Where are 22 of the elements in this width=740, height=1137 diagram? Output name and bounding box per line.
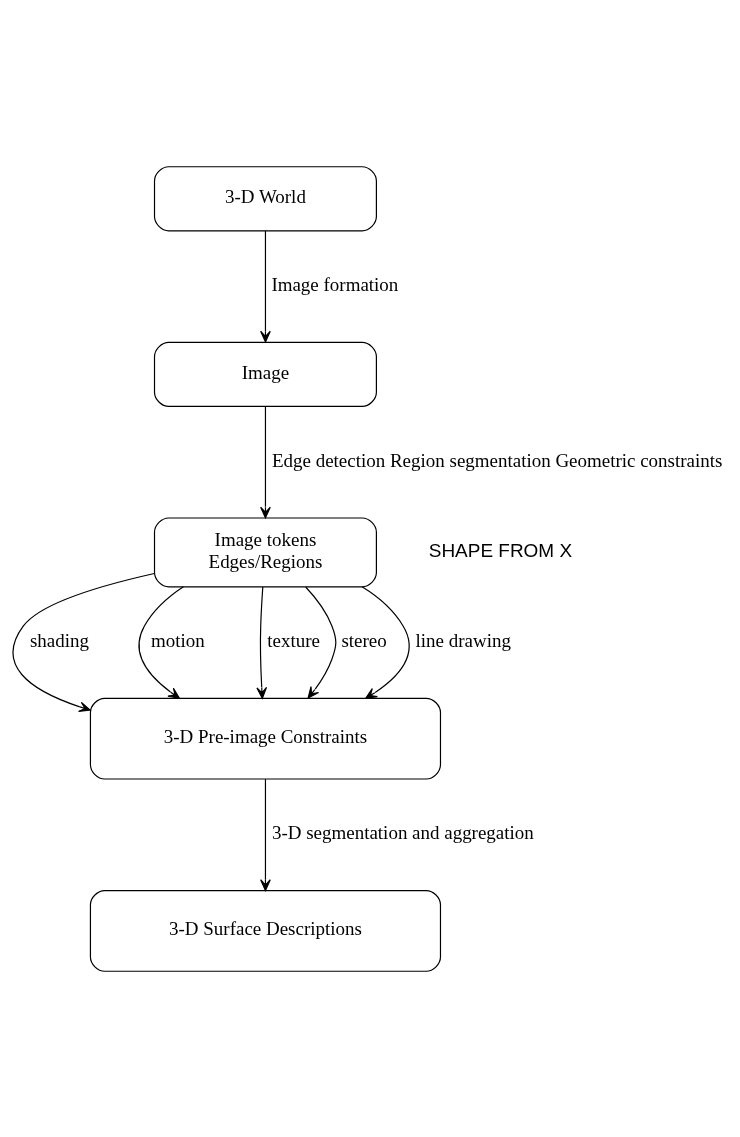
node-box: 3-D Pre-image Constraints bbox=[89, 697, 442, 780]
arrow bbox=[260, 778, 271, 891]
arrow bbox=[138, 585, 184, 699]
edge-label: stereo bbox=[341, 629, 387, 651]
arrow bbox=[260, 405, 271, 518]
node-box: 3-D World bbox=[153, 165, 377, 231]
edge-label: shading bbox=[29, 629, 89, 651]
edge-label: texture bbox=[267, 629, 320, 651]
edge-label: 3-D segmentation and aggregation bbox=[271, 821, 534, 843]
edge-label: Edge detection Region segmentation Geometric constraints bbox=[271, 449, 723, 471]
label: SHAPE FROM X bbox=[428, 539, 573, 561]
edge-label: motion bbox=[150, 629, 205, 651]
arrow bbox=[260, 229, 271, 342]
arrow bbox=[361, 585, 410, 699]
node-box: Image tokens Edges/Regions bbox=[153, 516, 377, 587]
arrow bbox=[12, 572, 155, 712]
arrow bbox=[305, 585, 337, 699]
edge-label: Image formation bbox=[271, 273, 399, 295]
node-box: 3-D Surface Descriptions bbox=[89, 889, 442, 972]
node-box: Image bbox=[153, 341, 377, 407]
edge-label: line drawing bbox=[415, 629, 511, 651]
arrow bbox=[256, 585, 268, 699]
